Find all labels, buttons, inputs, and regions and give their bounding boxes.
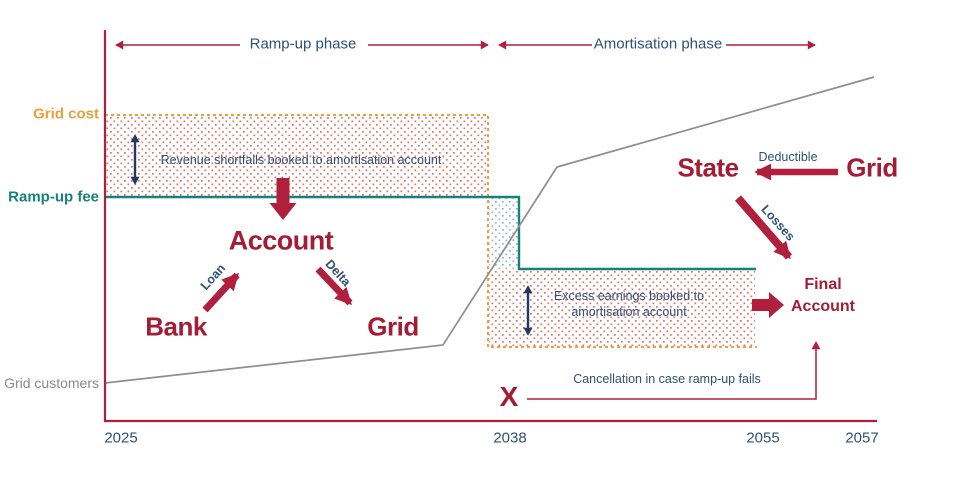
excess-to-final-account-arrow [752,292,784,318]
x-tick-2055: 2055 [746,429,780,447]
final-account-line1: Final [804,276,842,293]
losses-arrow [734,195,793,260]
deductible-label: Deductible [758,150,818,164]
x-tick-2025: 2025 [104,429,138,447]
bank-entity: Bank [145,311,207,342]
grid-customers-label: Grid customers [4,375,99,391]
ramp-up-fee-line [105,195,756,271]
grid-cost-line [105,114,757,348]
revenue-shortfalls-annotation: Revenue shortfalls booked to amortisatio… [160,153,442,167]
grid-amortisation-entity: Grid [846,152,898,183]
revenue-shortfall-region [106,117,488,196]
excess-earnings-region [489,270,755,346]
grid-customers-line [104,76,875,384]
transition-region [489,198,518,269]
shortfall-to-account-arrow [269,178,297,220]
cancellation-arrow [527,341,821,400]
ramp-up-fee-label: Ramp-up fee [8,188,99,206]
loan-arrow [202,272,240,313]
amortisation-phase-label: Amortisation phase [593,35,723,53]
cancellation-annotation: Cancellation in case ramp-up fails [573,372,761,386]
x-tick-2057: 2057 [845,429,879,447]
excess-earnings-annotation: Excess earnings booked to amortisation a… [554,288,704,320]
account-entity: Account [228,225,334,256]
final-account-entity: Final Account [791,274,855,318]
grid-rampup-entity: Grid [367,311,419,342]
ramp-up-phase-label: Ramp-up phase [249,35,357,53]
failure-x-mark: X [499,381,519,412]
excess-earnings-line1: Excess earnings booked to [553,289,705,303]
grid-cost-label: Grid cost [33,105,99,123]
state-entity: State [677,152,739,183]
excess-earnings-line2: amortisation account [571,305,687,319]
x-tick-2038: 2038 [493,429,527,447]
final-account-line2: Account [791,298,855,315]
delta-arrow [315,266,353,306]
